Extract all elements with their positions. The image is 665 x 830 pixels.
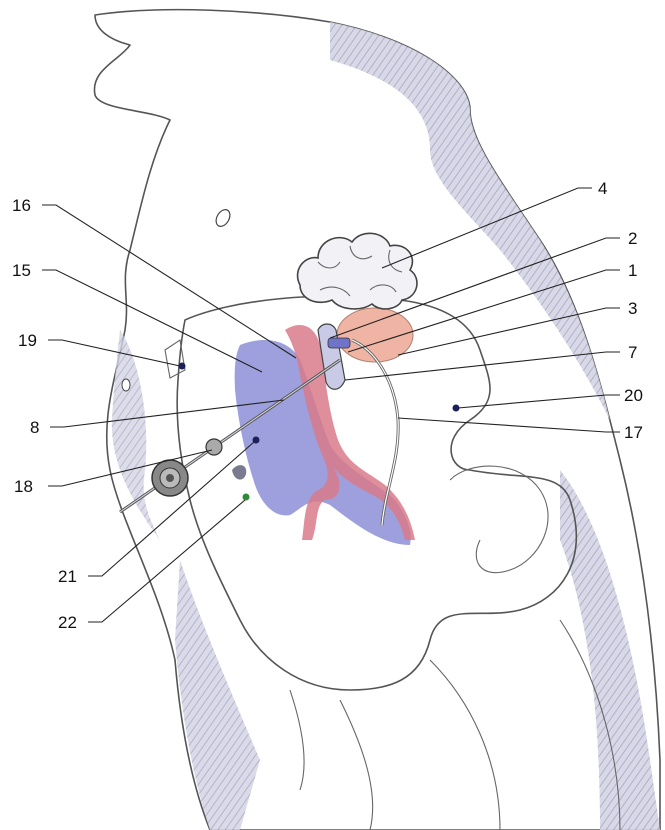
body-outline (94, 10, 660, 830)
label-20: 20 (624, 386, 643, 405)
label-8: 8 (30, 418, 39, 437)
label-1: 1 (628, 261, 637, 280)
cauliflower-structure (298, 233, 417, 309)
label-4: 4 (598, 179, 607, 198)
label-16: 16 (12, 196, 31, 215)
label-15: 15 (12, 261, 31, 280)
label-22: 22 (58, 613, 77, 632)
label-3: 3 (628, 299, 637, 318)
label-7: 7 (628, 343, 637, 362)
label-19: 19 (18, 331, 37, 350)
label-18: 18 (14, 477, 33, 496)
label-21: 21 (58, 567, 77, 586)
marker-22 (243, 494, 250, 501)
small-blue-segment (328, 338, 350, 348)
label-17: 17 (624, 423, 643, 442)
label-2: 2 (628, 229, 637, 248)
